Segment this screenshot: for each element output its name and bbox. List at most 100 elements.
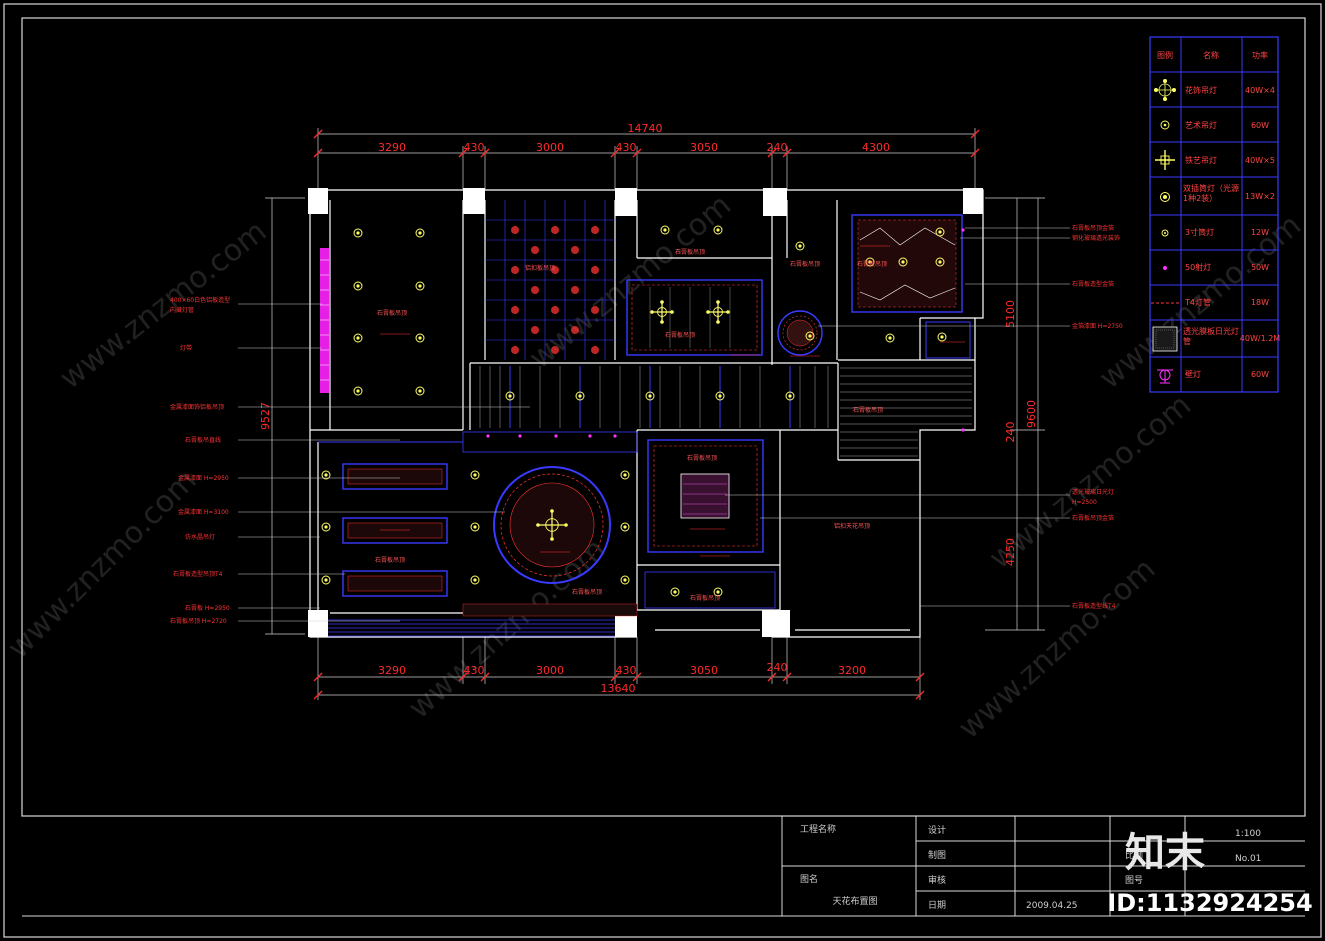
- downlight-icon: [415, 333, 425, 343]
- legend-power: 40W/1.2M: [1240, 334, 1281, 343]
- room-label: 石膏板吊顶: [665, 331, 695, 339]
- annotation-left: 内藏灯管: [170, 306, 194, 314]
- watermark-layer: www.znzmo.com www.znzmo.com www.znzmo.co…: [1, 188, 1308, 746]
- downlight-icon: [805, 331, 815, 341]
- title-block: [22, 816, 1305, 917]
- corridor-strips: [479, 366, 829, 428]
- dim-bottom-seg: 3200: [838, 664, 866, 677]
- downlight-icon: [470, 575, 480, 585]
- dim-top-seg: 3050: [690, 141, 718, 154]
- art-pendant-icon: [1160, 120, 1170, 130]
- annotation-left: 仿水晶吊灯: [185, 533, 215, 541]
- legend-name: 艺术吊灯: [1185, 120, 1217, 130]
- legend-power: 40W×4: [1245, 86, 1275, 95]
- dim-top-total: 14740: [628, 122, 663, 135]
- dining-coffer-inner: [653, 445, 758, 547]
- legend-header: 图例: [1157, 50, 1173, 60]
- legend-name: 双插筒灯（光源1种2装）: [1183, 184, 1239, 203]
- room-label: 石膏板吊顶: [572, 588, 602, 596]
- drawing-sheet-no: No.01: [1235, 854, 1261, 864]
- legend-power: 12W: [1251, 228, 1269, 237]
- dim-bottom-total: 13640: [601, 682, 636, 695]
- legend-name: 3寸筒灯: [1185, 227, 1214, 237]
- chandelier-icon: [536, 509, 568, 541]
- annotation-right: 石膏板吊顶金箔: [1072, 224, 1114, 232]
- round-coffer-small-inner: [782, 315, 818, 351]
- downlight-icon: [321, 522, 331, 532]
- dim-bottom-seg: 3000: [536, 664, 564, 677]
- aluminum-grid: [485, 200, 615, 360]
- downlight-icon: [620, 575, 630, 585]
- glass-curve: [859, 227, 956, 246]
- downlight-icon: [470, 470, 480, 480]
- room-label: 石膏板吊顶: [687, 454, 717, 462]
- downlight-icon: [353, 228, 363, 238]
- downlight-icon: [321, 470, 331, 480]
- hall-coffer: [644, 571, 776, 609]
- legend-power: 18W: [1251, 298, 1269, 307]
- chandelier-icon: [650, 300, 674, 324]
- spotlight-icon: [961, 428, 965, 432]
- light-strip-hatch: [320, 259, 329, 381]
- walls: [309, 189, 984, 638]
- leader-lines: [238, 227, 1070, 622]
- legend-name: 50射灯: [1185, 262, 1211, 272]
- annotation-left: 石膏板吊直线: [185, 436, 221, 444]
- downlight-icon: [713, 587, 723, 597]
- drawing-title: 天花布置图: [832, 895, 877, 907]
- downlight-icon: [898, 257, 908, 267]
- downlight-icon: [415, 228, 425, 238]
- downlight-icon: [645, 391, 655, 401]
- tb-drawing-label: 图名: [800, 873, 818, 885]
- downlight-icon: [865, 257, 875, 267]
- iron-pendant-icon: [1155, 150, 1175, 170]
- downlight-icon: [620, 522, 630, 532]
- legend-name: 花饰吊灯: [1185, 85, 1217, 95]
- legend-power: 60W: [1251, 370, 1269, 379]
- downlight-icon: [935, 257, 945, 267]
- legend-name: 铁艺吊灯: [1185, 155, 1217, 165]
- dim-right-upper: 5100: [1004, 300, 1017, 328]
- resource-id: ID:1132924254: [1107, 889, 1312, 917]
- spotlight-icon: [1163, 266, 1167, 270]
- tb-field: 日期: [928, 900, 946, 911]
- room-label: 石膏板吊顶: [690, 594, 720, 602]
- dimension-ticks: [313, 129, 980, 700]
- annotation-left: 400×60白色铝板造型: [170, 296, 230, 304]
- dim-bottom-seg: 3050: [690, 664, 718, 677]
- downlight-icon: [575, 391, 585, 401]
- brand-logo: 知末: [1125, 830, 1205, 876]
- downlight-icon: [505, 391, 515, 401]
- dim-left-total: 9527: [259, 402, 272, 430]
- outer-frame: [3, 3, 1322, 938]
- room-label: 石膏板吊顶: [675, 248, 705, 256]
- room-label: 铝扣天花吊顶: [834, 522, 870, 530]
- spotlight-icon: [518, 434, 522, 438]
- legend-table: [1149, 36, 1279, 393]
- coffer-lines: [649, 287, 731, 348]
- aluminum-grid-pattern: [511, 226, 599, 354]
- spotlight-icon: [961, 228, 965, 232]
- tb-field: 图号: [1125, 875, 1143, 886]
- legend-header: 名称: [1203, 50, 1219, 60]
- downlight-icon: [935, 227, 945, 237]
- drawing-scale: 1:100: [1235, 829, 1261, 839]
- linear-coffer-fill: [347, 468, 443, 485]
- room-label: 石膏板吊顶: [375, 556, 405, 564]
- legend-name: 透光膜板日光灯管: [1183, 327, 1239, 346]
- downlight-icon: [353, 386, 363, 396]
- annotation-left: 石膏板 H=2950: [185, 604, 230, 612]
- annotation-right: 金箔漆面 H=2750: [1072, 322, 1123, 330]
- annotation-right: 钢化玻璃透光装饰: [1072, 234, 1120, 242]
- twin-downlight-icon: [1160, 192, 1170, 202]
- drawing-frame: [21, 17, 1306, 817]
- spotlight-icon: [554, 434, 558, 438]
- watermark: www.znzmo.com: [53, 214, 273, 396]
- round-coffer-large: [493, 466, 611, 584]
- dim-top-seg: 4300: [862, 141, 890, 154]
- linear-coffer: [342, 570, 448, 597]
- annotation-left: 金属漆面 H=2950: [178, 474, 229, 482]
- height-marks: [380, 245, 965, 557]
- dim-right-lower: 4250: [1004, 538, 1017, 566]
- annotation-right: 石膏板造型金箔: [1072, 280, 1114, 288]
